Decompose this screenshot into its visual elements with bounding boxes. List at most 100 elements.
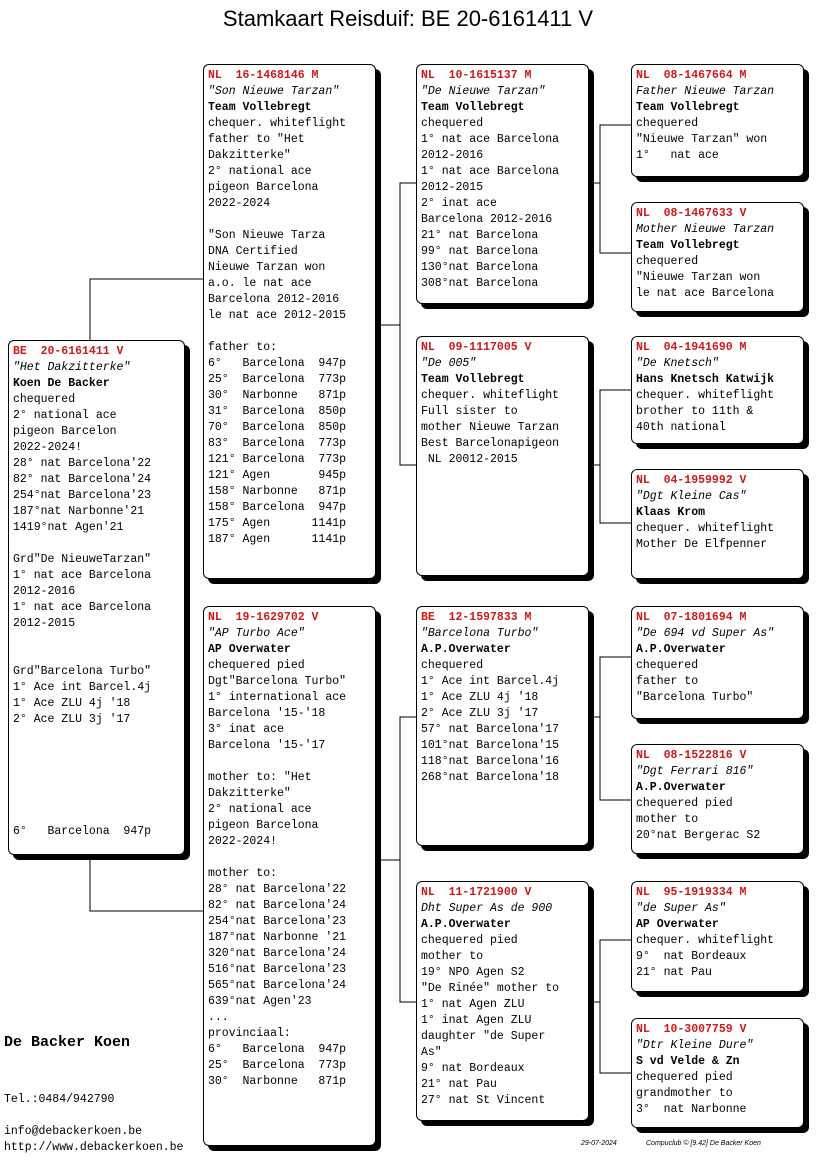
pedigree-line: 21° nat Barcelona (421, 229, 539, 242)
pedigree-line (13, 808, 180, 824)
pedigree-line: 82° nat Barcelona'24 (208, 899, 347, 912)
ring-number: NL 07-1801694 M (636, 611, 747, 624)
ring-number: NL 04-1959992 V (636, 474, 747, 487)
pedigree-line: 83° Barcelona 773p (208, 437, 347, 450)
print-date: 29-07-2024 (581, 1140, 617, 1147)
pedigree-line: father to: (208, 341, 278, 354)
pedigree-line: 99° nat Barcelona (421, 245, 539, 258)
pedigree-line: 1° Ace int Barcel.4j (13, 681, 152, 694)
pigeon-card-fmf: NL 04-1941690 M"De Knetsch"Hans Knetsch … (631, 336, 804, 444)
pedigree-line: le nat ace 2012-2015 (208, 309, 347, 322)
pedigree-line: 3° inat ace (208, 723, 284, 736)
pedigree-line: chequered (636, 255, 699, 268)
pedigree-line: chequer. whiteflight (208, 117, 347, 130)
ring-number: NL 09-1117005 V (421, 341, 532, 354)
pedigree-line: mother to: (208, 867, 278, 880)
pigeon-owner: Team Vollebregt (636, 101, 740, 114)
pedigree-line: 2° national ace (208, 165, 312, 178)
pedigree-line: 6° Barcelona 947p (208, 1043, 347, 1056)
pedigree-line: Barcelona 2012-2016 (208, 293, 340, 306)
pedigree-line: Grd"De NieuweTarzan" (13, 553, 152, 566)
pedigree-line: 1° Ace ZLU 4j '18 (421, 691, 539, 704)
pedigree-line: pigeon Barcelona (208, 819, 319, 832)
pigeon-owner: AP Overwater (208, 643, 291, 656)
pedigree-line: Barcelona 2012-2016 (421, 213, 553, 226)
pedigree-line: chequer. whiteflight (636, 934, 775, 947)
pedigree-line: 3° nat Narbonne (636, 1103, 747, 1116)
breeder-name: De Backer Koen (4, 1034, 131, 1051)
pigeon-owner: Hans Knetsch Katwijk (636, 373, 775, 386)
pedigree-line (13, 792, 180, 808)
pedigree-line: 1° Ace int Barcel.4j (421, 675, 560, 688)
pedigree-line: 254°nat Barcelona'23 (208, 915, 347, 928)
pedigree-line (13, 728, 180, 744)
pigeon-owner: A.P.Overwater (636, 781, 726, 794)
pedigree-line: chequered (13, 393, 76, 406)
pedigree-line: 57° nat Barcelona'17 (421, 723, 560, 736)
pigeon-name: "De Knetsch" (636, 357, 719, 370)
pedigree-line: Barcelona '15-'17 (208, 739, 326, 752)
pedigree-line (208, 754, 371, 770)
pedigree-line: mother to (636, 813, 699, 826)
pedigree-line (13, 648, 180, 664)
pedigree-line: 1° nat ace Barcelona (421, 133, 560, 146)
pigeon-name: "Son Nieuwe Tarzan" (208, 85, 340, 98)
ring-number: NL 10-3007759 V (636, 1023, 747, 1036)
pedigree-line: 6° Barcelona 947p (208, 357, 347, 370)
pedigree-line: NL 20012-2015 (421, 453, 518, 466)
pigeon-owner: AP Overwater (636, 918, 719, 931)
pedigree-line (208, 212, 371, 228)
breeder-phone: Tel.:0484/942790 (4, 1093, 115, 1106)
pedigree-line: 187°nat Narbonne '21 (208, 931, 347, 944)
pigeon-card-mother-father: BE 12-1597833 M"Barcelona Turbo"A.P.Over… (416, 606, 589, 846)
ring-number: NL 08-1522816 V (636, 749, 747, 762)
pedigree-line: pigeon Barcelona (208, 181, 319, 194)
pedigree-line: chequered (421, 117, 484, 130)
pedigree-line: 1° Ace ZLU 4j '18 (13, 697, 131, 710)
pedigree-line (208, 850, 371, 866)
pedigree-line: 158° Barcelona 947p (208, 501, 347, 514)
page-title: Stamkaart Reisduif: BE 20-6161411 V (222, 6, 594, 31)
pedigree-line: mother Nieuwe Tarzan (421, 421, 560, 434)
pedigree-line: chequered pied (636, 797, 733, 810)
pedigree-line: 2012-2016 (421, 149, 484, 162)
pedigree-line: 2022-2024! (13, 441, 83, 454)
pedigree-line: Grd"Barcelona Turbo" (13, 665, 152, 678)
pigeon-name: "De Nieuwe Tarzan" (421, 85, 546, 98)
pedigree-line: 2012-2015 (421, 181, 484, 194)
breeder-website[interactable]: http://www.debackerkoen.be (4, 1141, 184, 1154)
pigeon-name: "De 005" (421, 357, 477, 370)
pedigree-line: chequer. whiteflight (636, 522, 775, 535)
pedigree-line: chequered pied (636, 1071, 733, 1084)
pigeon-name: "Dgt Ferrari 816" (636, 765, 754, 778)
pigeon-name: Mother Nieuwe Tarzan (636, 223, 775, 236)
pedigree-line: chequered (421, 659, 484, 672)
pedigree-line: 254°nat Barcelona'23 (13, 489, 152, 502)
pedigree-line: "Son Nieuwe Tarza (208, 229, 326, 242)
pedigree-line: 70° Barcelona 850p (208, 421, 347, 434)
pedigree-line: Best Barcelonapigeon (421, 437, 560, 450)
pedigree-line: 2° national ace (208, 803, 312, 816)
pedigree-line: 118°nat Barcelona'16 (421, 755, 560, 768)
pedigree-line: 268°nat Barcelona'18 (421, 771, 560, 784)
pedigree-line: 1° nat ace Barcelona (13, 601, 152, 614)
ring-number: NL 10-1615137 M (421, 69, 532, 82)
pedigree-line: mother to (421, 950, 484, 963)
pedigree-line: brother to 11th & (636, 405, 754, 418)
pigeon-name: "Dgt Kleine Cas" (636, 490, 747, 503)
pigeon-name: "De 694 vd Super As" (636, 627, 775, 640)
pigeon-card-father: NL 16-1468146 M"Son Nieuwe Tarzan"Team V… (203, 64, 376, 579)
pedigree-line: "Nieuwe Tarzan" won (636, 133, 768, 146)
pedigree-line: 9° nat Bordeaux (636, 950, 747, 963)
pigeon-card-mmf: NL 95-1919334 M"de Super As"AP Overwater… (631, 881, 804, 992)
pedigree-line: 308°nat Barcelona (421, 277, 539, 290)
pedigree-line: As" (421, 1046, 442, 1059)
breeder-email[interactable]: info@debackerkoen.be (4, 1125, 143, 1138)
pedigree-line: 31° Barcelona 850p (208, 405, 347, 418)
pigeon-owner: Klaas Krom (636, 506, 706, 519)
pedigree-line: 2° national ace (13, 409, 117, 422)
pigeon-name: "Dtr Kleine Dure" (636, 1039, 754, 1052)
